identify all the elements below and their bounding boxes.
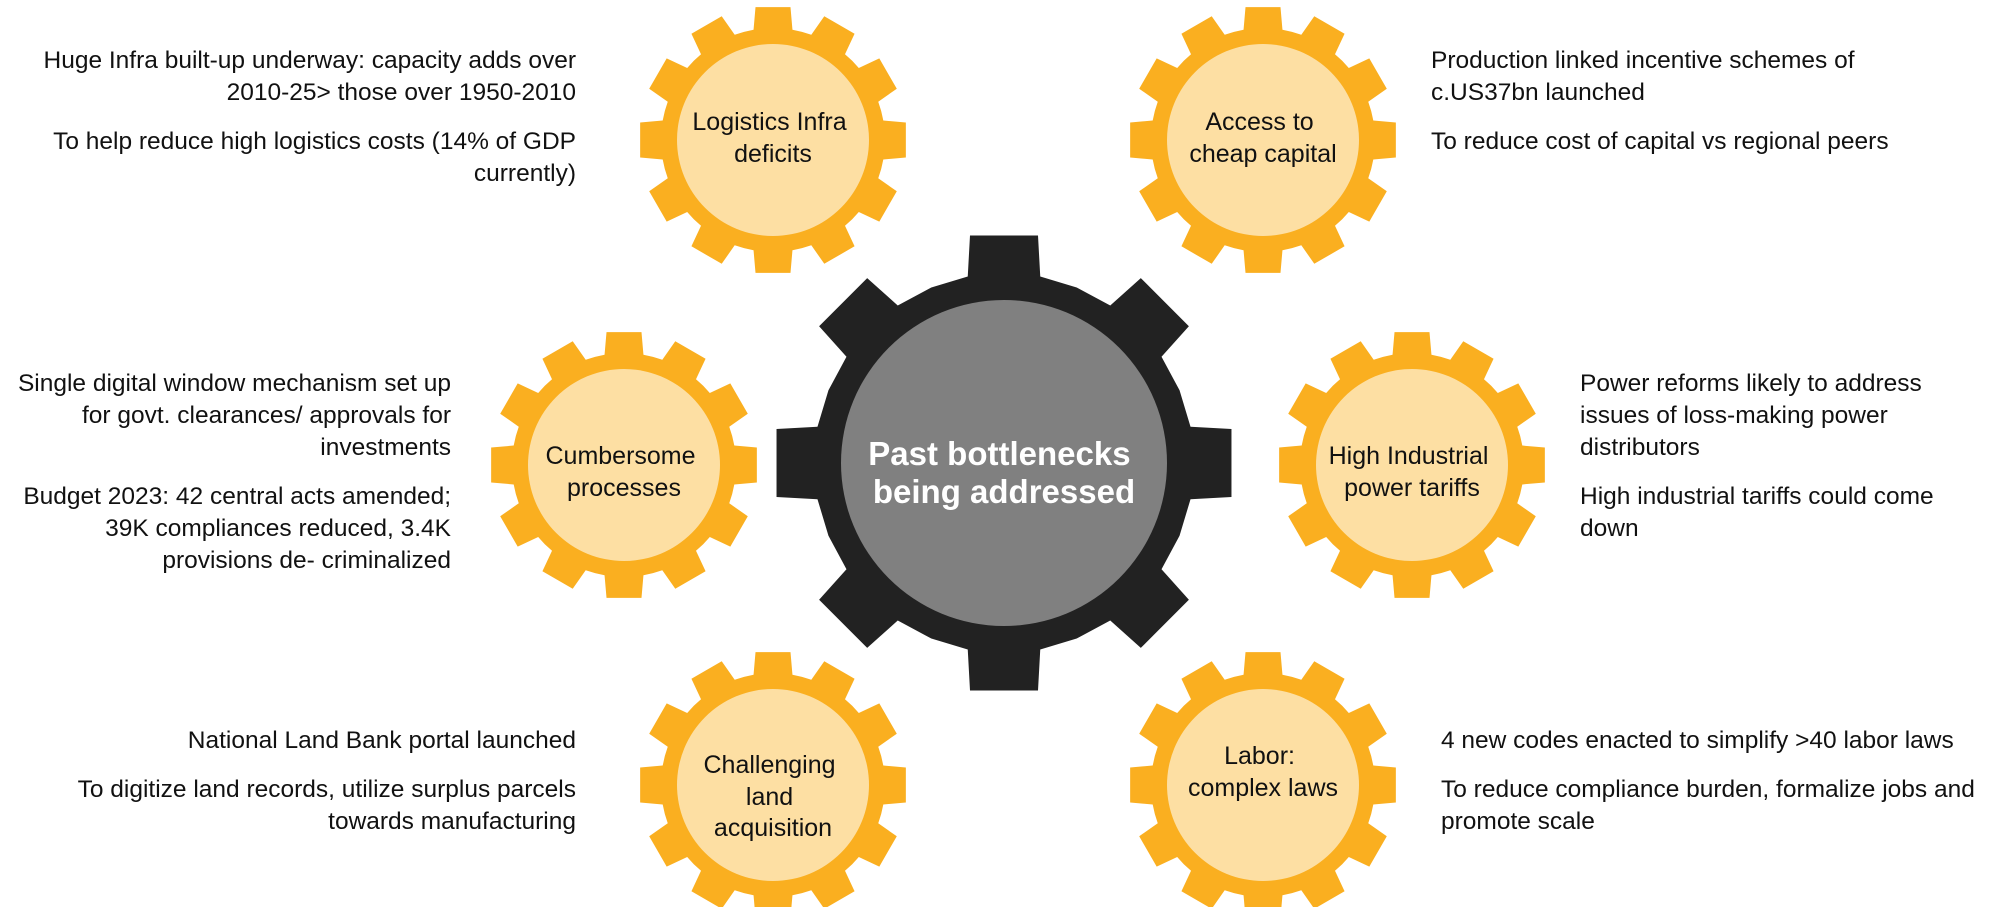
gear-label-line: Challenging	[704, 751, 836, 779]
note-logistics: Huge Infra built-up underway: capacity a…	[20, 45, 577, 207]
note-labor: 4 new codes enacted to simplify >40 labo…	[1441, 725, 2001, 855]
gear-label-line: deficits	[734, 140, 812, 168]
gear-land-face	[677, 689, 869, 881]
note-text: Power reforms likely to address issues o…	[1580, 370, 1922, 461]
note-text: National Land Bank portal launched	[187, 727, 576, 754]
gear-labor-face	[1167, 689, 1359, 881]
gear-labor: Labor: complex laws	[1130, 652, 1396, 907]
note-text: To help reduce high logistics costs (14%…	[53, 128, 576, 187]
gear-labor-label: Labor: complex laws	[1188, 742, 1338, 802]
gear-logistics: Logistics Infra deficits	[640, 7, 906, 273]
note-text: 4 new codes enacted to simplify >40 labo…	[1441, 727, 1954, 754]
note-text: To reduce compliance burden, formalize j…	[1441, 776, 1975, 835]
note-text: Production linked incentive schemes of c…	[1431, 47, 1855, 106]
gear-label-line: complex laws	[1188, 774, 1338, 802]
gear-capital-face	[1167, 44, 1359, 236]
hub-gear: Past bottlenecks being addressed	[776, 235, 1232, 691]
gear-logistics-face	[677, 44, 869, 236]
gear-power: High Industrial power tariffs	[1279, 332, 1545, 598]
hub-label-line: Past bottlenecks	[868, 435, 1130, 472]
gear-label-line: land	[746, 783, 793, 811]
gear-processes-label: Cumbersome processes	[545, 442, 702, 502]
gear-label-line: Logistics Infra	[692, 108, 846, 136]
note-land: National Land Bank portal launched To di…	[20, 725, 576, 855]
hub-gear-face	[841, 300, 1167, 626]
gear-label-line: Labor:	[1224, 742, 1295, 770]
note-text: Budget 2023: 42 central acts amended; 39…	[23, 483, 451, 574]
gear-label-line: cheap capital	[1189, 140, 1336, 168]
gear-label-line: acquisition	[714, 814, 832, 842]
gear-label-line: High Industrial	[1329, 442, 1489, 470]
note-processes: Single digital window mechanism set up f…	[0, 368, 451, 594]
hub-label: Past bottlenecks being addressed	[868, 435, 1139, 510]
gear-logistics-label: Logistics Infra deficits	[692, 108, 853, 168]
note-text: To reduce cost of capital vs regional pe…	[1431, 128, 1889, 155]
note-text: To digitize land records, utilize surplu…	[77, 776, 576, 835]
gear-power-face	[1316, 369, 1508, 561]
gear-label-line: Access to	[1205, 108, 1313, 136]
note-text: Single digital window mechanism set up f…	[17, 370, 451, 461]
gear-land: Challenging land acquisition	[640, 652, 906, 907]
gear-power-label: High Industrial power tariffs	[1329, 442, 1496, 502]
note-text: Huge Infra built-up underway: capacity a…	[43, 47, 577, 106]
gear-capital-label: Access to cheap capital	[1189, 108, 1336, 168]
gear-processes-face	[528, 369, 720, 561]
note-text: High industrial tariffs could come down	[1580, 483, 1934, 542]
note-power: Power reforms likely to address issues o…	[1580, 368, 1990, 562]
gear-capital: Access to cheap capital	[1130, 7, 1396, 273]
gear-label-line: power tariffs	[1344, 474, 1480, 502]
hub-label-line: being addressed	[873, 473, 1135, 510]
gear-label-line: Cumbersome	[545, 442, 695, 470]
gear-label-line: processes	[567, 474, 681, 502]
note-capital: Production linked incentive schemes of c…	[1431, 45, 1961, 175]
gear-processes: Cumbersome processes	[491, 332, 757, 598]
gear-land-label: Challenging land acquisition	[704, 751, 843, 842]
